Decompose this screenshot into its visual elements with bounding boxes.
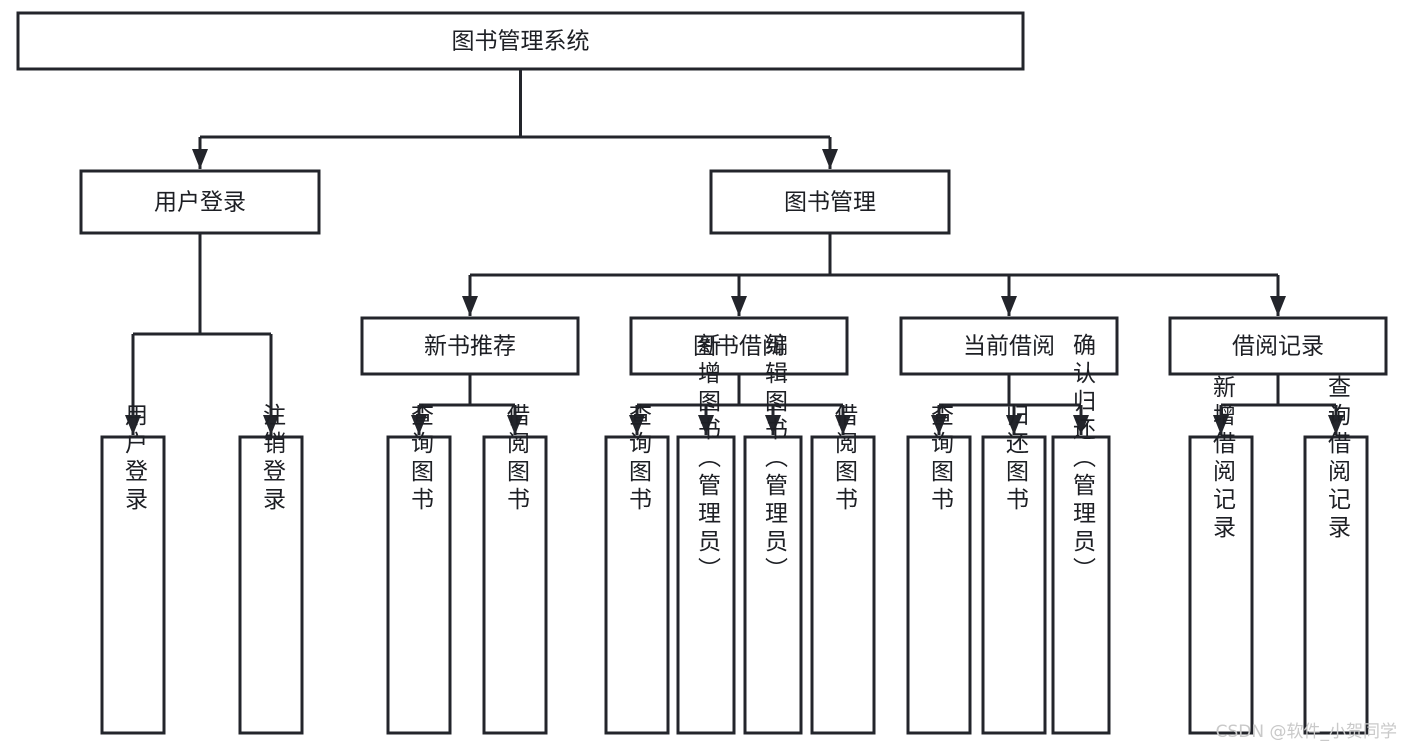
node-label: 当前借阅 <box>963 334 1055 360</box>
node-box <box>810 435 876 735</box>
node-leaf-borrow-book-1[interactable]: 借阅图书 <box>482 403 548 735</box>
arrow-to-leaf-query-record <box>1328 415 1344 435</box>
node-box <box>16 11 1025 71</box>
arrow-to-new-book-rec <box>462 296 478 316</box>
node-leaf-query-book-1[interactable]: 查询图书 <box>386 403 452 735</box>
arrow-to-leaf-confirm-return <box>1073 415 1089 435</box>
node-box <box>360 316 580 376</box>
arrow-to-leaf-user-login <box>125 415 141 435</box>
node-leaf-user-login[interactable]: 用户登录 <box>100 403 166 735</box>
node-borrow-record[interactable]: 借阅记录 <box>1168 316 1388 376</box>
edges-layer <box>125 69 1344 435</box>
node-leaf-return-book[interactable]: 归还图书 <box>981 403 1047 735</box>
node-label: 新书推荐 <box>424 334 516 360</box>
node-box <box>743 435 803 735</box>
node-leaf-add-book[interactable]: 新增图书（管理员） <box>676 333 736 735</box>
arrow-to-user-login <box>192 149 208 169</box>
arrow-to-book-borrow <box>731 296 747 316</box>
node-box <box>1188 435 1254 735</box>
node-label: 归还图书 <box>1002 403 1030 515</box>
node-box <box>386 435 452 735</box>
node-label: 用户登录 <box>121 403 149 515</box>
node-box <box>482 435 548 735</box>
node-label: 图书借阅 <box>693 334 785 360</box>
node-label: 借阅记录 <box>1232 334 1324 360</box>
arrow-to-leaf-query-book-2 <box>629 415 645 435</box>
node-box <box>676 435 736 735</box>
node-new-book-rec[interactable]: 新书推荐 <box>360 316 580 376</box>
node-user-login[interactable]: 用户登录 <box>79 169 321 235</box>
arrow-to-leaf-add-book <box>698 415 714 435</box>
arrow-to-current-borrow <box>1001 296 1017 316</box>
node-box <box>79 169 321 235</box>
node-box <box>1303 435 1369 735</box>
nodes-layer: 图书管理系统用户登录图书管理新书推荐图书借阅当前借阅借阅记录用户登录注销登录查询… <box>16 11 1388 735</box>
node-label: 图书管理系统 <box>452 29 590 55</box>
node-label: 查询图书 <box>927 403 955 515</box>
arrow-to-leaf-edit-book <box>765 415 781 435</box>
node-label: 用户登录 <box>154 190 246 216</box>
arrow-to-leaf-borrow-book-2 <box>835 415 851 435</box>
node-book-borrow[interactable]: 图书借阅 <box>629 316 849 376</box>
node-box <box>709 169 951 235</box>
arrow-to-leaf-logout <box>263 415 279 435</box>
node-leaf-borrow-book-2[interactable]: 借阅图书 <box>810 403 876 735</box>
node-current-borrow[interactable]: 当前借阅 <box>899 316 1119 376</box>
node-label: 借阅图书 <box>503 403 531 515</box>
node-leaf-logout[interactable]: 注销登录 <box>238 403 304 735</box>
node-leaf-confirm-return[interactable]: 确认归还（管理员） <box>1051 333 1111 735</box>
arrow-to-borrow-record <box>1270 296 1286 316</box>
arrow-to-leaf-borrow-book-1 <box>507 415 523 435</box>
node-root-图书管理系统[interactable]: 图书管理系统 <box>16 11 1025 71</box>
node-box <box>981 435 1047 735</box>
node-label: 查询图书 <box>407 403 435 515</box>
node-label: 查询图书 <box>625 403 653 515</box>
node-leaf-query-book-3[interactable]: 查询图书 <box>906 403 972 735</box>
node-box <box>899 316 1119 376</box>
node-box <box>238 435 304 735</box>
node-label: 确认归还（管理员） <box>1069 333 1097 585</box>
node-leaf-query-book-2[interactable]: 查询图书 <box>604 403 670 735</box>
arrow-to-leaf-query-book-1 <box>411 415 427 435</box>
node-box <box>604 435 670 735</box>
node-leaf-edit-book[interactable]: 编辑图书（管理员） <box>743 333 803 735</box>
node-label: 图书管理 <box>784 190 876 216</box>
arrow-to-book-manage <box>822 149 838 169</box>
node-label: 借阅图书 <box>831 403 859 515</box>
node-label: 新增图书（管理员） <box>694 333 722 585</box>
arrow-to-leaf-add-record <box>1213 415 1229 435</box>
arrow-to-leaf-return-book <box>1006 415 1022 435</box>
node-box <box>629 316 849 376</box>
node-label: 查询借阅记录 <box>1324 375 1352 543</box>
node-box <box>1168 316 1388 376</box>
node-leaf-query-record[interactable]: 查询借阅记录 <box>1303 375 1369 735</box>
node-label: 编辑图书（管理员） <box>761 333 789 585</box>
node-box <box>906 435 972 735</box>
node-label: 新增借阅记录 <box>1209 375 1237 543</box>
node-label: 注销登录 <box>259 403 287 515</box>
arrow-to-leaf-query-book-3 <box>931 415 947 435</box>
node-book-manage[interactable]: 图书管理 <box>709 169 951 235</box>
node-box <box>1051 435 1111 735</box>
node-leaf-add-record[interactable]: 新增借阅记录 <box>1188 375 1254 735</box>
watermark-text: CSDN @软件_小贺同学 <box>1215 722 1397 742</box>
node-box <box>100 435 166 735</box>
